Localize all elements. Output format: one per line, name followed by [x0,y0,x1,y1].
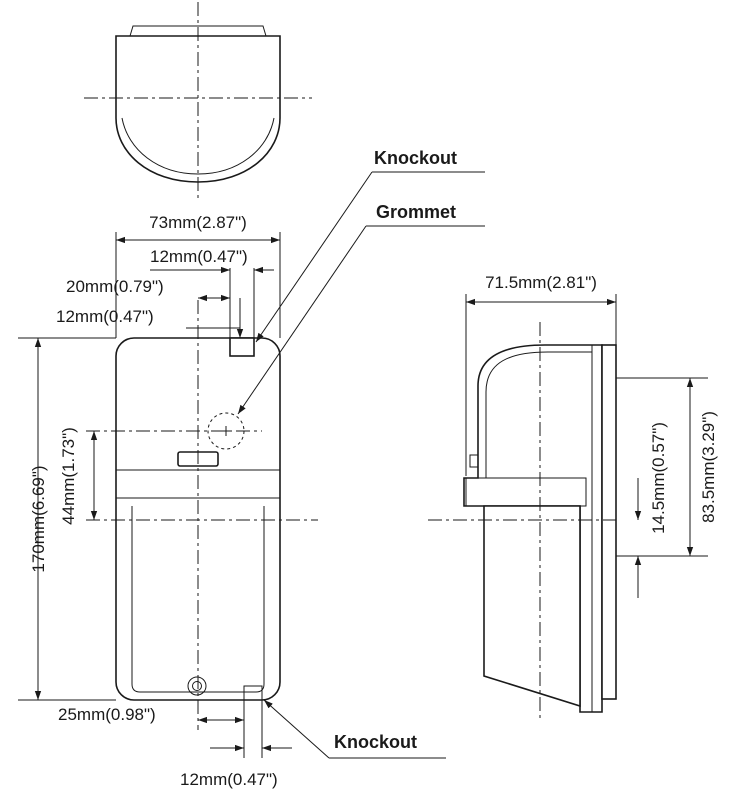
callout-leaders [237,171,485,759]
front-dimensions [18,232,292,758]
knockout-offset-dimension: 20mm(0.79") [66,277,164,296]
height-dimension: 170mm(6.69") [29,465,48,572]
side-view [428,322,617,720]
side-dimensions [465,294,708,598]
grommet-height-dimension: 44mm(1.73") [59,427,78,525]
width-dimension: 73mm(2.87") [149,213,247,232]
bottom-knockout-width-dimension: 12mm(0.47") [180,770,278,789]
knockout-top-label: Knockout [374,148,457,168]
knockout-bottom-label: Knockout [334,732,417,752]
knockout-width-top-dimension: 12mm(0.47") [150,247,248,266]
depth-dimension: 71.5mm(2.81") [485,273,597,292]
mount-height-dimension: 83.5mm(3.29") [699,411,718,523]
ledge-height-dimension: 14.5mm(0.57") [649,422,668,534]
bottom-knockout-offset-dimension: 25mm(0.98") [58,705,156,724]
grommet-label: Grommet [376,202,456,222]
knockout-depth-dimension: 12mm(0.47") [56,307,154,326]
front-view [86,300,318,730]
top-view [84,2,312,200]
